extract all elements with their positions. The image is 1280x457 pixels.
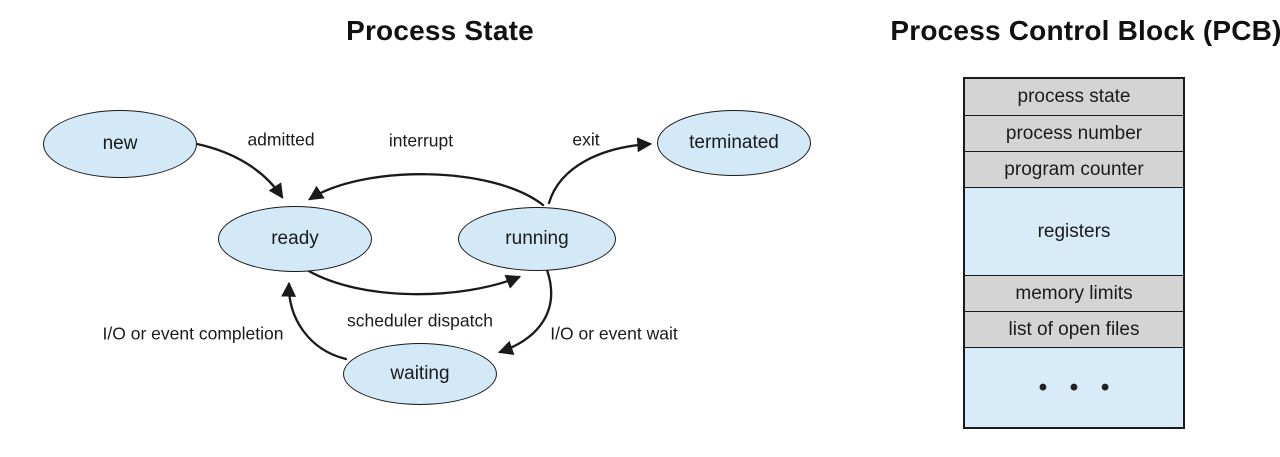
transition-label-exit: exit [572,129,600,150]
state-node-waiting: waiting [343,343,497,405]
pcb-row-list-of-open-files: list of open files [965,311,1183,347]
state-node-new: new [43,110,197,178]
state-label: waiting [390,363,450,384]
transition-label-scheduler-dispatch: scheduler dispatch [347,310,493,331]
pcb-title: Process Control Block (PCB) [890,15,1280,46]
process-state-title: Process State [346,15,534,46]
arrow-scheduler-dispatch [305,268,522,296]
state-label: ready [271,228,319,249]
arrow-io-event-completion [281,281,348,361]
transition-label-io-event-wait: I/O or event wait [550,323,678,344]
state-node-running: running [458,207,616,271]
state-node-ready: ready [218,206,372,272]
pcb-row-process-state: process state [965,79,1183,115]
arrow-interrupt [308,173,545,207]
arrow-admitted [195,142,284,199]
state-label: new [102,133,138,154]
pcb-row-program-counter: program counter [965,151,1183,187]
pcb-row-memory-limits: memory limits [965,275,1183,311]
state-label: running [505,228,569,249]
state-node-terminated: terminated [657,110,811,176]
pcb-table: process state process number program cou… [963,77,1185,429]
arrow-io-event-wait [497,268,553,355]
pcb-row-process-number: process number [965,115,1183,151]
pcb-row-ellipsis: • • • [965,347,1183,427]
transition-label-io-event-completion: I/O or event completion [102,323,284,344]
transition-label-admitted: admitted [247,129,315,150]
state-label: terminated [689,132,779,153]
transition-label-interrupt: interrupt [388,130,454,151]
arrow-exit [547,137,653,205]
pcb-row-registers: registers [965,187,1183,275]
